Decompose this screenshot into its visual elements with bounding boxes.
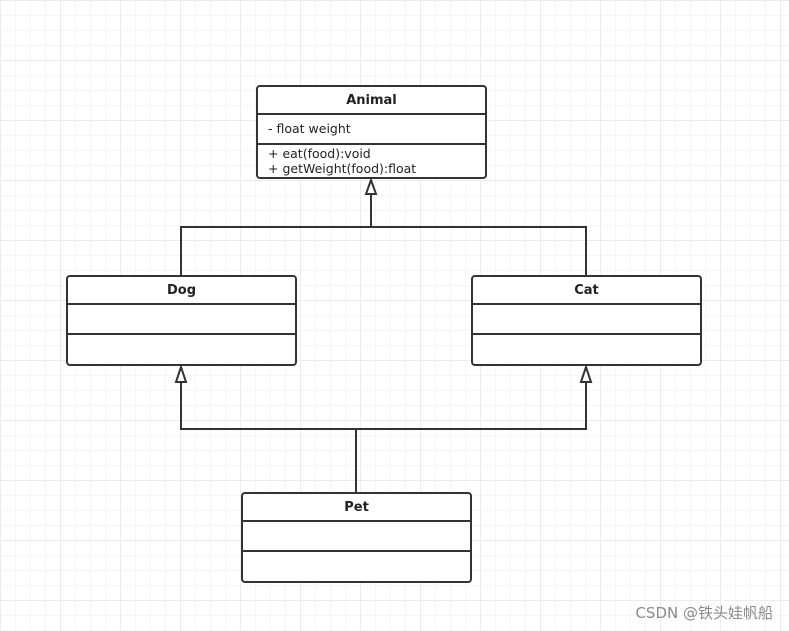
edge-cat-to-animal (371, 226, 587, 275)
watermark: CSDN @铁头娃帆船 (635, 604, 773, 622)
class-name: Dog (68, 277, 295, 305)
class-attributes (473, 305, 700, 335)
operation-get-weight: + getWeight(food):float (268, 161, 417, 176)
class-dog[interactable]: Dog (66, 275, 297, 366)
generalization-arrowhead-animal (364, 177, 378, 195)
class-name: Animal (258, 87, 485, 115)
class-operations (473, 335, 700, 364)
edge-dog-to-animal (180, 194, 372, 275)
class-cat[interactable]: Cat (471, 275, 702, 366)
class-attributes (68, 305, 295, 335)
attribute-weight: - float weight (268, 121, 351, 136)
class-pet[interactable]: Pet (241, 492, 472, 583)
operation-eat: + eat(food):void (268, 146, 371, 161)
edge-pet-to-cat (356, 382, 587, 430)
class-attributes: - float weight (258, 115, 485, 145)
class-operations (68, 335, 295, 364)
class-operations: + eat(food):void + getWeight(food):float (258, 145, 485, 177)
class-name: Cat (473, 277, 700, 305)
class-name: Pet (243, 494, 470, 522)
class-animal[interactable]: Animal - float weight + eat(food):void +… (256, 85, 487, 179)
generalization-arrowhead-dog (174, 363, 188, 383)
class-attributes (243, 522, 470, 552)
edge-pet-to-dog (180, 382, 356, 430)
class-operations (243, 552, 470, 581)
generalization-arrowhead-cat (579, 363, 593, 383)
